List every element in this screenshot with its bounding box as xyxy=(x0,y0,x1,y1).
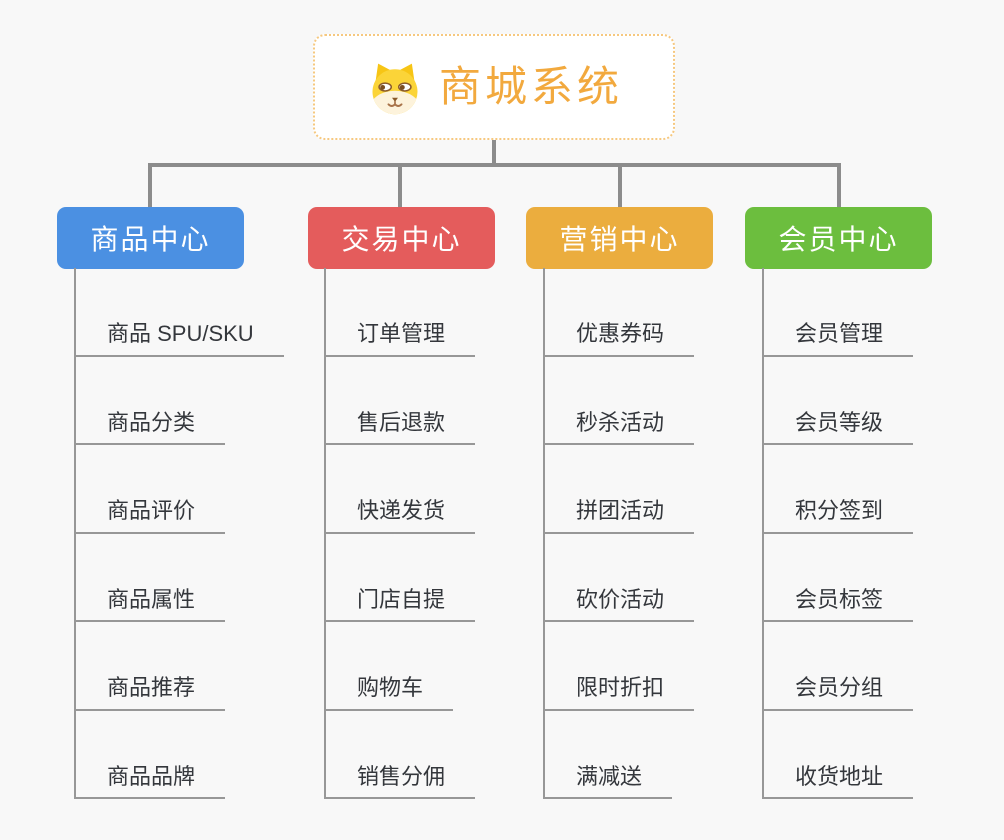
leaf-item[interactable]: 砍价活动 xyxy=(543,534,695,622)
leaf-column-marketing: 优惠券码 秒杀活动 拼团活动 砍价活动 限时折扣 满减送 xyxy=(543,268,695,799)
connector-root-drop xyxy=(492,140,496,165)
leaf-item[interactable]: 会员分组 xyxy=(762,622,914,711)
leaf-item[interactable]: 会员等级 xyxy=(762,357,914,445)
leaf-item[interactable]: 会员标签 xyxy=(762,534,914,622)
leaf-item[interactable]: 购物车 xyxy=(324,622,454,711)
leaf-column-trade: 订单管理 售后退款 快递发货 门店自提 购物车 销售分佣 xyxy=(324,268,476,799)
leaf-item[interactable]: 商品品牌 xyxy=(74,711,226,799)
dog-face-icon xyxy=(365,57,425,117)
connector-stub-product xyxy=(148,163,152,207)
leaf-item[interactable]: 收货地址 xyxy=(762,711,914,799)
leaf-item[interactable]: 优惠券码 xyxy=(543,268,695,357)
leaf-item[interactable]: 商品评价 xyxy=(74,445,226,534)
branch-node-member-center[interactable]: 会员中心 xyxy=(745,207,932,269)
leaf-item[interactable]: 商品属性 xyxy=(74,534,226,622)
connector-stub-member xyxy=(837,163,841,207)
leaf-item[interactable]: 商品推荐 xyxy=(74,622,226,711)
leaf-item[interactable]: 商品分类 xyxy=(74,357,226,445)
root-node[interactable]: 商城系统 xyxy=(313,34,675,140)
leaf-item[interactable]: 门店自提 xyxy=(324,534,476,622)
leaf-item[interactable]: 订单管理 xyxy=(324,268,476,357)
leaf-item[interactable]: 秒杀活动 xyxy=(543,357,695,445)
leaf-item[interactable]: 快递发货 xyxy=(324,445,476,534)
leaf-item[interactable]: 满减送 xyxy=(543,711,673,799)
leaf-item[interactable]: 会员管理 xyxy=(762,268,914,357)
connector-horizontal-rail xyxy=(148,163,841,167)
leaf-item[interactable]: 销售分佣 xyxy=(324,711,476,799)
leaf-item[interactable]: 售后退款 xyxy=(324,357,476,445)
leaf-item[interactable]: 商品 SPU/SKU xyxy=(74,268,284,357)
branch-node-product-center[interactable]: 商品中心 xyxy=(57,207,244,269)
leaf-item[interactable]: 积分签到 xyxy=(762,445,914,534)
branch-node-marketing-center[interactable]: 营销中心 xyxy=(526,207,713,269)
leaf-item[interactable]: 限时折扣 xyxy=(543,622,695,711)
branch-node-trade-center[interactable]: 交易中心 xyxy=(308,207,495,269)
leaf-column-product: 商品 SPU/SKU 商品分类 商品评价 商品属性 商品推荐 商品品牌 xyxy=(74,268,284,799)
root-title: 商城系统 xyxy=(438,63,623,110)
leaf-item[interactable]: 拼团活动 xyxy=(543,445,695,534)
leaf-column-member: 会员管理 会员等级 积分签到 会员标签 会员分组 收货地址 xyxy=(762,268,914,799)
connector-stub-marketing xyxy=(618,163,622,207)
connector-stub-trade xyxy=(398,163,402,207)
